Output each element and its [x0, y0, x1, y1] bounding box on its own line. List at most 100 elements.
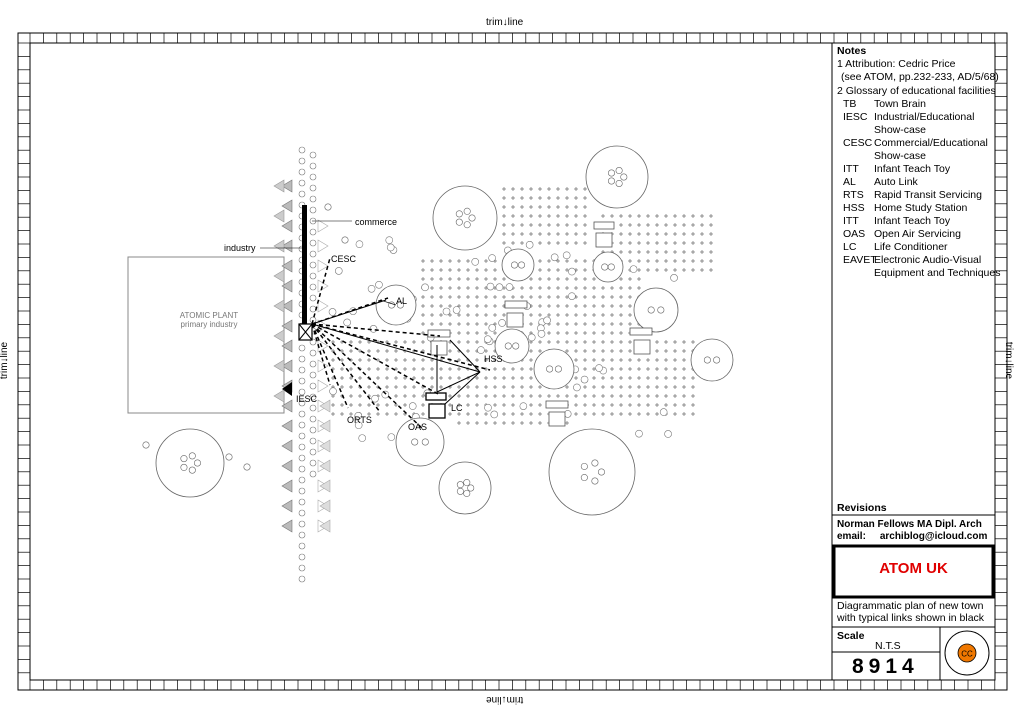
al-label: AL: [396, 296, 407, 306]
glossary-definition: Industrial/Educational: [874, 111, 975, 123]
spine-circle: [298, 476, 306, 484]
down-arrow-icon: ↓: [502, 17, 508, 28]
small-circle: [367, 284, 376, 293]
dwelling-circle: [468, 214, 476, 222]
dwelling-circle: [456, 487, 464, 495]
service-blocks: [425, 221, 653, 427]
note-line: (see ATOM, pp.232-233, AD/5/68): [841, 71, 999, 83]
iesc-marker: [282, 382, 292, 396]
neighbourhood-circle: [395, 417, 445, 467]
dashed-link: [311, 323, 425, 431]
small-circle: [354, 411, 363, 420]
small-circle: [421, 283, 429, 292]
spine-circle: [309, 206, 317, 214]
triangle-marker: [317, 219, 329, 233]
dwelling-circle: [396, 301, 404, 309]
service-block: [633, 339, 651, 355]
triangle-marker: [317, 239, 329, 253]
industry-label: industry: [224, 243, 256, 253]
triangle-marker: [281, 459, 293, 473]
triangle-marker: [317, 299, 329, 313]
small-circle: [343, 318, 351, 327]
triangle-marker: [317, 399, 329, 413]
spine-circle: [298, 575, 306, 583]
spine-circle: [309, 184, 317, 192]
neighbourhood-circle: [432, 185, 498, 251]
triangle-marker: [273, 209, 285, 223]
spine-circle: [309, 393, 317, 401]
small-circle: [385, 236, 394, 244]
note-line: 1 Attribution: Cedric Price: [837, 58, 956, 70]
spine-circle: [309, 228, 317, 236]
triangle-marker: [319, 399, 331, 413]
glossary-definition: Commercial/Educational: [874, 137, 988, 149]
triangle-marker: [319, 519, 331, 533]
spine-circle: [298, 520, 306, 528]
glossary-abbr: ITT: [843, 215, 859, 227]
small-circle: [568, 292, 576, 300]
industry-spine: [302, 205, 307, 325]
triangle-marker: [319, 439, 331, 453]
trim-line-right: trim↓line: [1003, 341, 1015, 380]
note-line: 2 Glossary of educational facilities: [837, 85, 996, 97]
triangle-marker: [317, 379, 329, 393]
spine-circle: [298, 531, 306, 539]
dashed-link: [311, 323, 349, 409]
outlying-circle: [243, 463, 251, 471]
triangle-marker: [273, 389, 285, 403]
spine-circle: [298, 179, 306, 187]
triangle-marker: [273, 359, 285, 373]
spine-circle: [298, 465, 306, 473]
triangle-marker: [317, 259, 329, 273]
glossary-abbr: OAS: [843, 228, 866, 240]
triangle-marker: [281, 199, 293, 213]
small-circle: [498, 319, 506, 327]
service-block: [545, 400, 569, 409]
triangle-marker: [273, 299, 285, 313]
dwelling-circle: [607, 263, 615, 271]
scale-value: N.T.S: [875, 640, 901, 652]
neighbourhood-circle: [533, 348, 575, 390]
neighbourhood-circle: [501, 248, 535, 282]
triangle-marker: [317, 359, 329, 373]
dwelling-circle: [512, 342, 520, 350]
triangle-marker: [281, 239, 293, 253]
triangle-marker: [281, 299, 293, 313]
triangle-marker: [281, 419, 293, 433]
small-circle: [452, 306, 461, 314]
spine-circle: [309, 239, 317, 247]
small-circle: [486, 282, 495, 291]
glossary-definition: Auto Link: [874, 176, 918, 188]
spine-circle: [309, 195, 317, 203]
revisions-title: Revisions: [837, 502, 887, 514]
small-circle: [495, 283, 504, 292]
glossary-abbr: RTS: [843, 189, 864, 201]
service-block: [629, 327, 653, 336]
spine-circle: [298, 454, 306, 462]
atomic-plant: [127, 256, 285, 414]
small-circle: [543, 316, 551, 325]
small-circle: [550, 253, 559, 262]
triangle-marker: [319, 479, 331, 493]
service-block: [430, 340, 448, 356]
small-circle: [483, 335, 492, 343]
service-block: [593, 221, 615, 230]
small-circle: [386, 243, 395, 252]
dwelling-circle: [546, 365, 554, 373]
dashed-link: [311, 323, 441, 396]
small-circle: [519, 402, 528, 410]
spine-circle: [298, 377, 306, 385]
glossary-definition: Home Study Station: [874, 202, 968, 214]
frame-ticks: [18, 33, 1007, 690]
service-block: [506, 312, 524, 328]
dwelling-circle: [620, 173, 628, 181]
dwelling-circle: [421, 438, 429, 446]
glossary-abbr: LC: [843, 241, 857, 253]
glossary-abbr: CESC: [843, 137, 873, 149]
small-circle: [488, 324, 497, 332]
glossary-definition: Show-case: [874, 150, 926, 162]
badge-ring: [944, 630, 990, 676]
trim-line-left: trim↓line: [0, 341, 11, 380]
glossary-definition: Infant Teach Toy: [874, 215, 951, 227]
glossary-abbr: AL: [843, 176, 856, 188]
